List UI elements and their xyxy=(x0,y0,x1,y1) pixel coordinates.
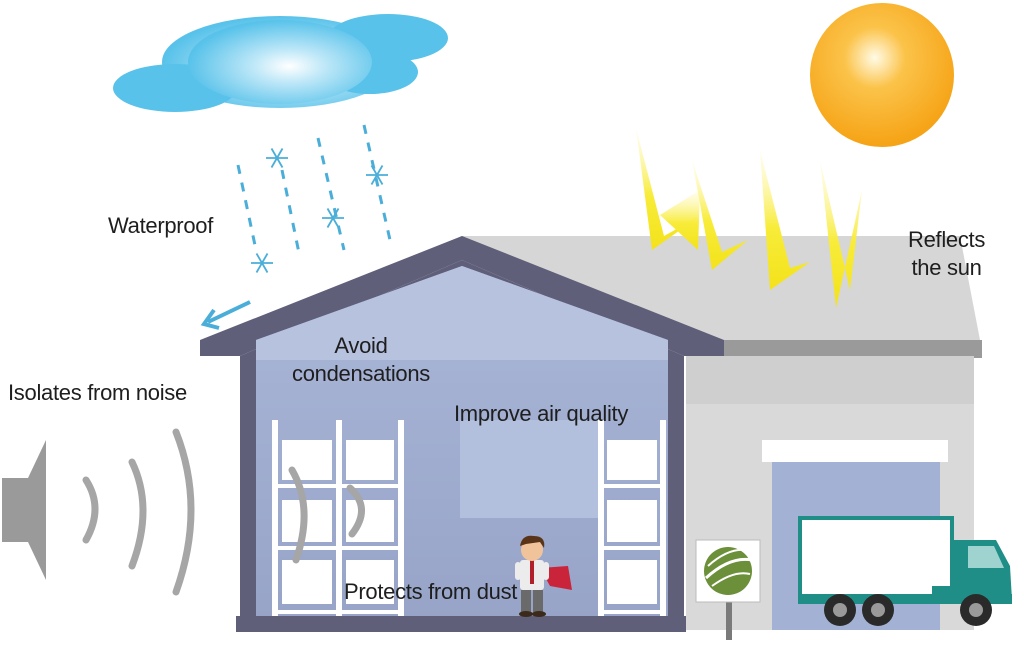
snowfall xyxy=(236,124,392,259)
runoff-arrow-icon xyxy=(200,300,251,330)
reflects-sun-line2: the sun xyxy=(911,255,982,280)
sun-icon xyxy=(810,3,954,147)
sound-waves xyxy=(82,428,365,596)
dust-protection-label: Protects from dust xyxy=(344,579,518,604)
logo-sign-icon xyxy=(695,539,761,640)
air-quality-label: Improve air quality xyxy=(454,401,629,426)
sun-rays xyxy=(636,128,862,308)
speaker-icon xyxy=(2,440,46,580)
cloud-icon xyxy=(113,14,448,112)
noise-isolation-label: Isolates from noise xyxy=(8,380,187,405)
truck-icon xyxy=(798,516,1012,626)
person-icon xyxy=(515,535,572,617)
reflects-sun-line1: Reflects xyxy=(908,227,986,252)
condensation-line1: Avoid xyxy=(334,333,388,358)
condensation-label: Avoid condensations xyxy=(292,332,430,388)
snowflake-icon xyxy=(251,148,388,273)
reflects-sun-label: Reflects the sun xyxy=(908,226,985,282)
shelving-right xyxy=(598,420,666,616)
waterproof-label: Waterproof xyxy=(108,213,214,238)
condensation-line2: condensations xyxy=(292,361,430,386)
